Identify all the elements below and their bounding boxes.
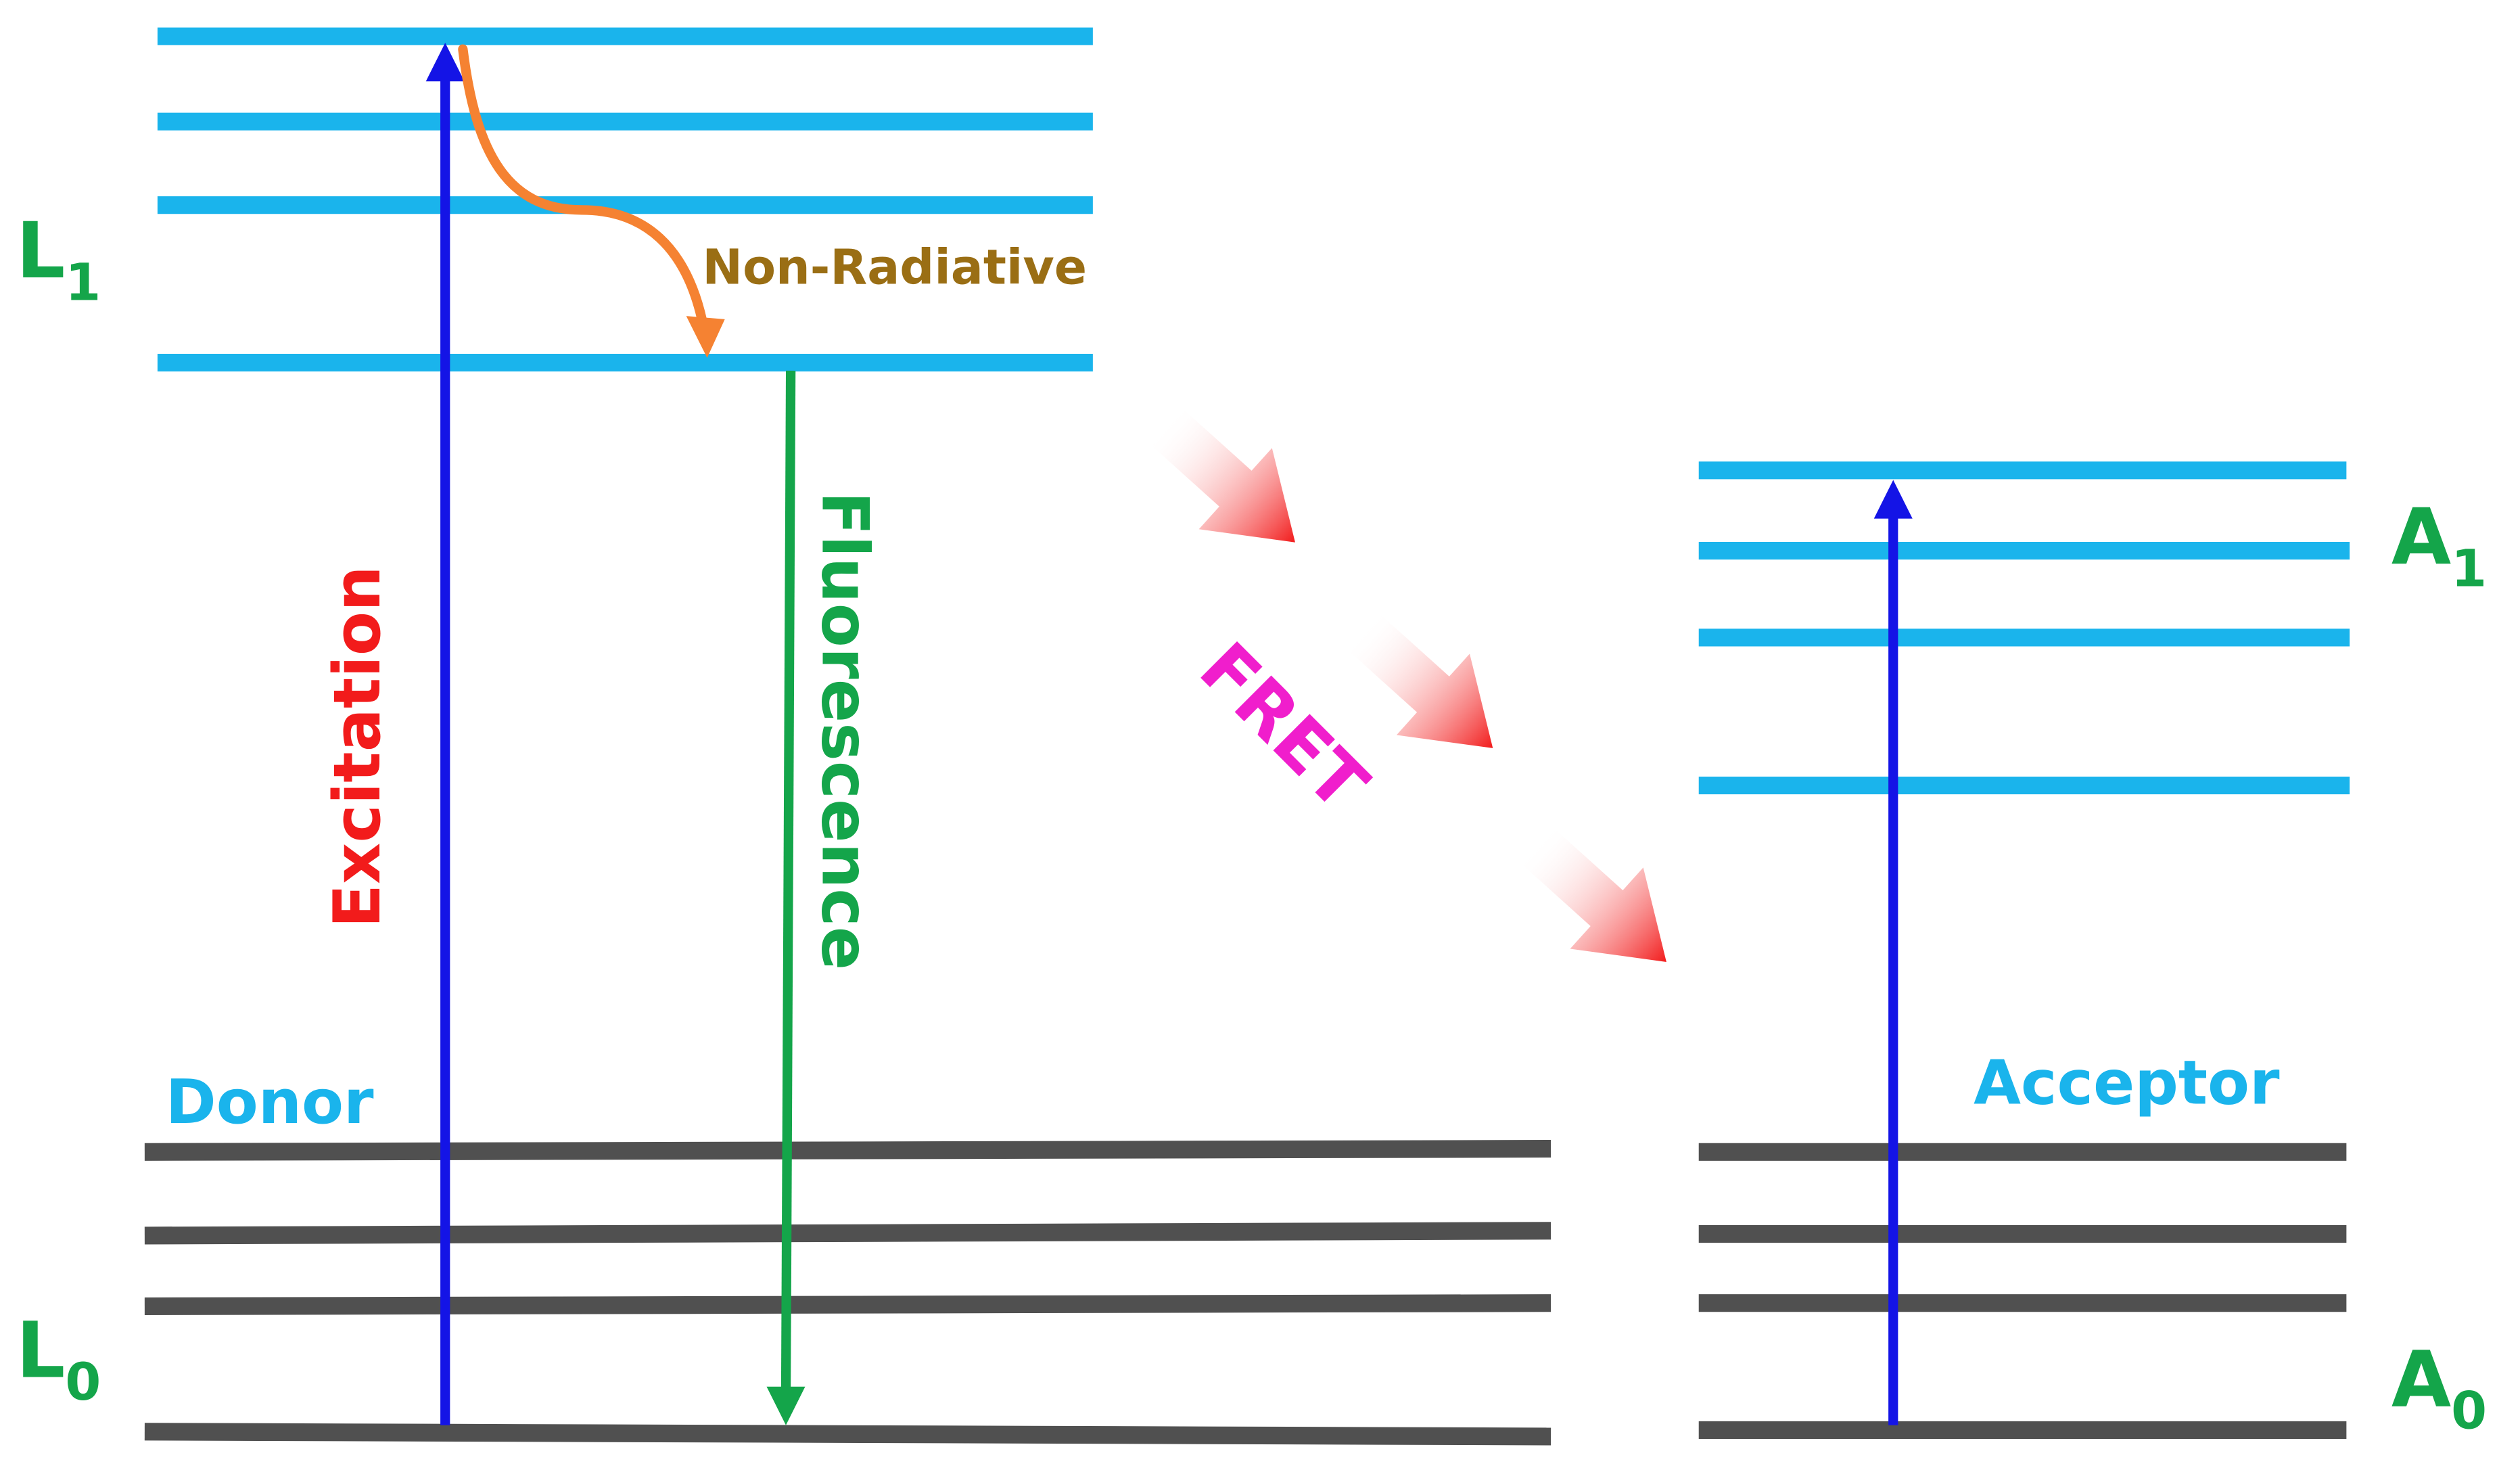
donor-ground-levels bbox=[144, 1140, 1551, 1446]
non-radiative-arrow bbox=[458, 44, 725, 358]
excitation-label: Excitation bbox=[321, 566, 395, 928]
donor-ground-level-4 bbox=[144, 1423, 1551, 1446]
fluorescence-label: Fluorescence bbox=[808, 491, 882, 970]
fluorescence-arrow bbox=[766, 370, 806, 1425]
fret-label: FRET bbox=[1184, 626, 1384, 826]
acceptor-excitation-arrow bbox=[1873, 480, 1913, 1425]
non-radiative-label: Non-Radiative bbox=[702, 239, 1087, 296]
donor-label: Donor bbox=[166, 1067, 374, 1138]
acceptor-ground-state-label: A0 bbox=[2391, 1334, 2487, 1440]
donor-ground-state-label: L0 bbox=[16, 1306, 101, 1412]
fret-arrow-2 bbox=[1345, 612, 1493, 748]
acceptor-ground-levels bbox=[1698, 1143, 2347, 1439]
fret-arrow-3 bbox=[1518, 825, 1666, 962]
donor-excited-state-label: L1 bbox=[16, 206, 101, 312]
acceptor-excited-state-label: A1 bbox=[2391, 492, 2487, 598]
donor-ground-level-1 bbox=[144, 1140, 1551, 1161]
donor-excitation-arrow bbox=[425, 43, 465, 1425]
donor-ground-level-2 bbox=[144, 1222, 1551, 1245]
donor-ground-level-3 bbox=[144, 1294, 1551, 1316]
donor-excited-levels bbox=[157, 27, 1093, 372]
acceptor-label: Acceptor bbox=[1974, 1048, 2280, 1119]
fret-arrow-1 bbox=[1147, 406, 1295, 543]
acceptor-excited-levels bbox=[1698, 461, 2350, 795]
